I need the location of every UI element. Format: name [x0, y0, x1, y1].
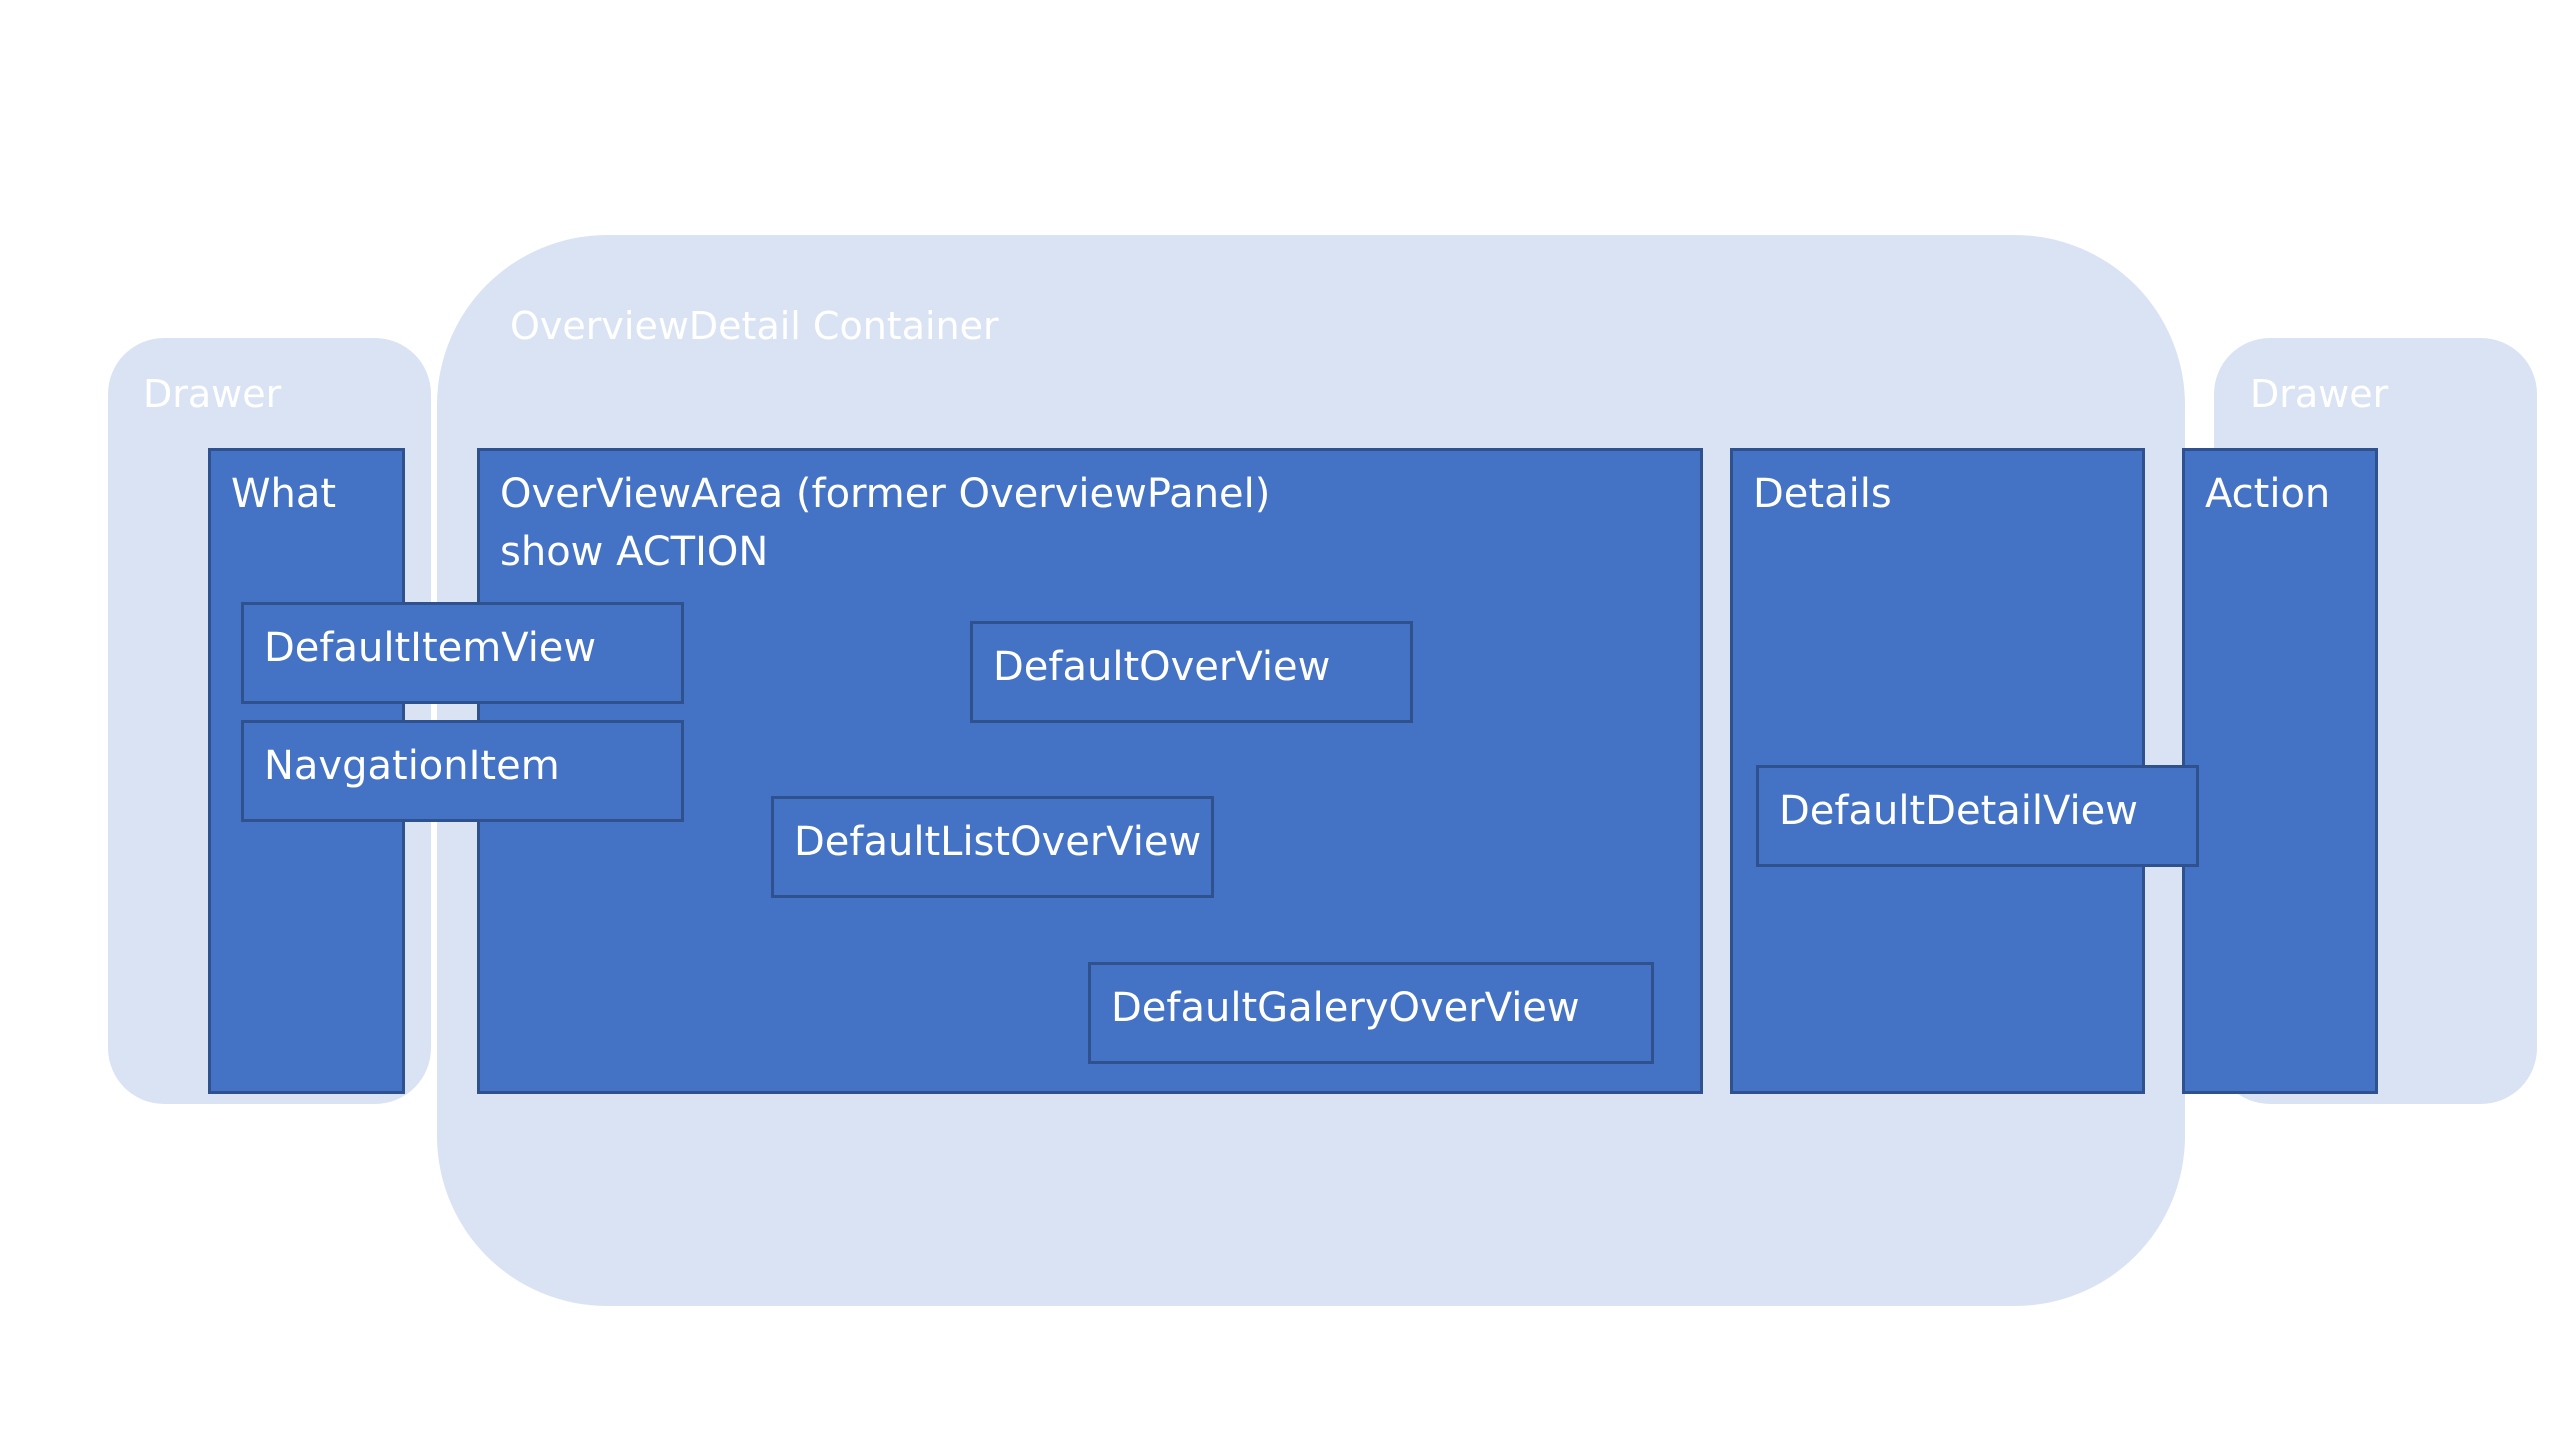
default-list-overview-label: DefaultListOverView	[794, 819, 1202, 865]
action-column: Action	[2182, 448, 2378, 1094]
container-label: OverviewDetail Container	[510, 304, 999, 348]
overview-area-title: OverViewArea (former OverviewPanel)	[500, 471, 1271, 517]
default-item-view-box: DefaultItemView	[241, 602, 684, 704]
default-detail-view-box: DefaultDetailView	[1756, 765, 2199, 867]
default-galery-overview-box: DefaultGaleryOverView	[1088, 962, 1654, 1064]
navigation-item-box: NavgationItem	[241, 720, 684, 822]
action-column-label: Action	[2205, 471, 2331, 517]
default-overview-box: DefaultOverView	[970, 621, 1413, 723]
drawer-left-label: Drawer	[143, 372, 282, 416]
default-list-overview-box: DefaultListOverView	[771, 796, 1214, 898]
navigation-item-label: NavgationItem	[264, 743, 560, 789]
details-column-label: Details	[1753, 471, 1892, 517]
overview-area-label: OverViewArea (former OverviewPanel) show…	[500, 465, 1270, 581]
default-item-view-label: DefaultItemView	[264, 625, 597, 671]
what-column-label: What	[231, 471, 337, 517]
overview-area-subtitle: show ACTION	[500, 529, 769, 575]
default-overview-label: DefaultOverView	[993, 644, 1331, 690]
default-galery-overview-label: DefaultGaleryOverView	[1111, 985, 1580, 1031]
drawer-right-label: Drawer	[2250, 372, 2389, 416]
default-detail-view-label: DefaultDetailView	[1779, 788, 2138, 834]
